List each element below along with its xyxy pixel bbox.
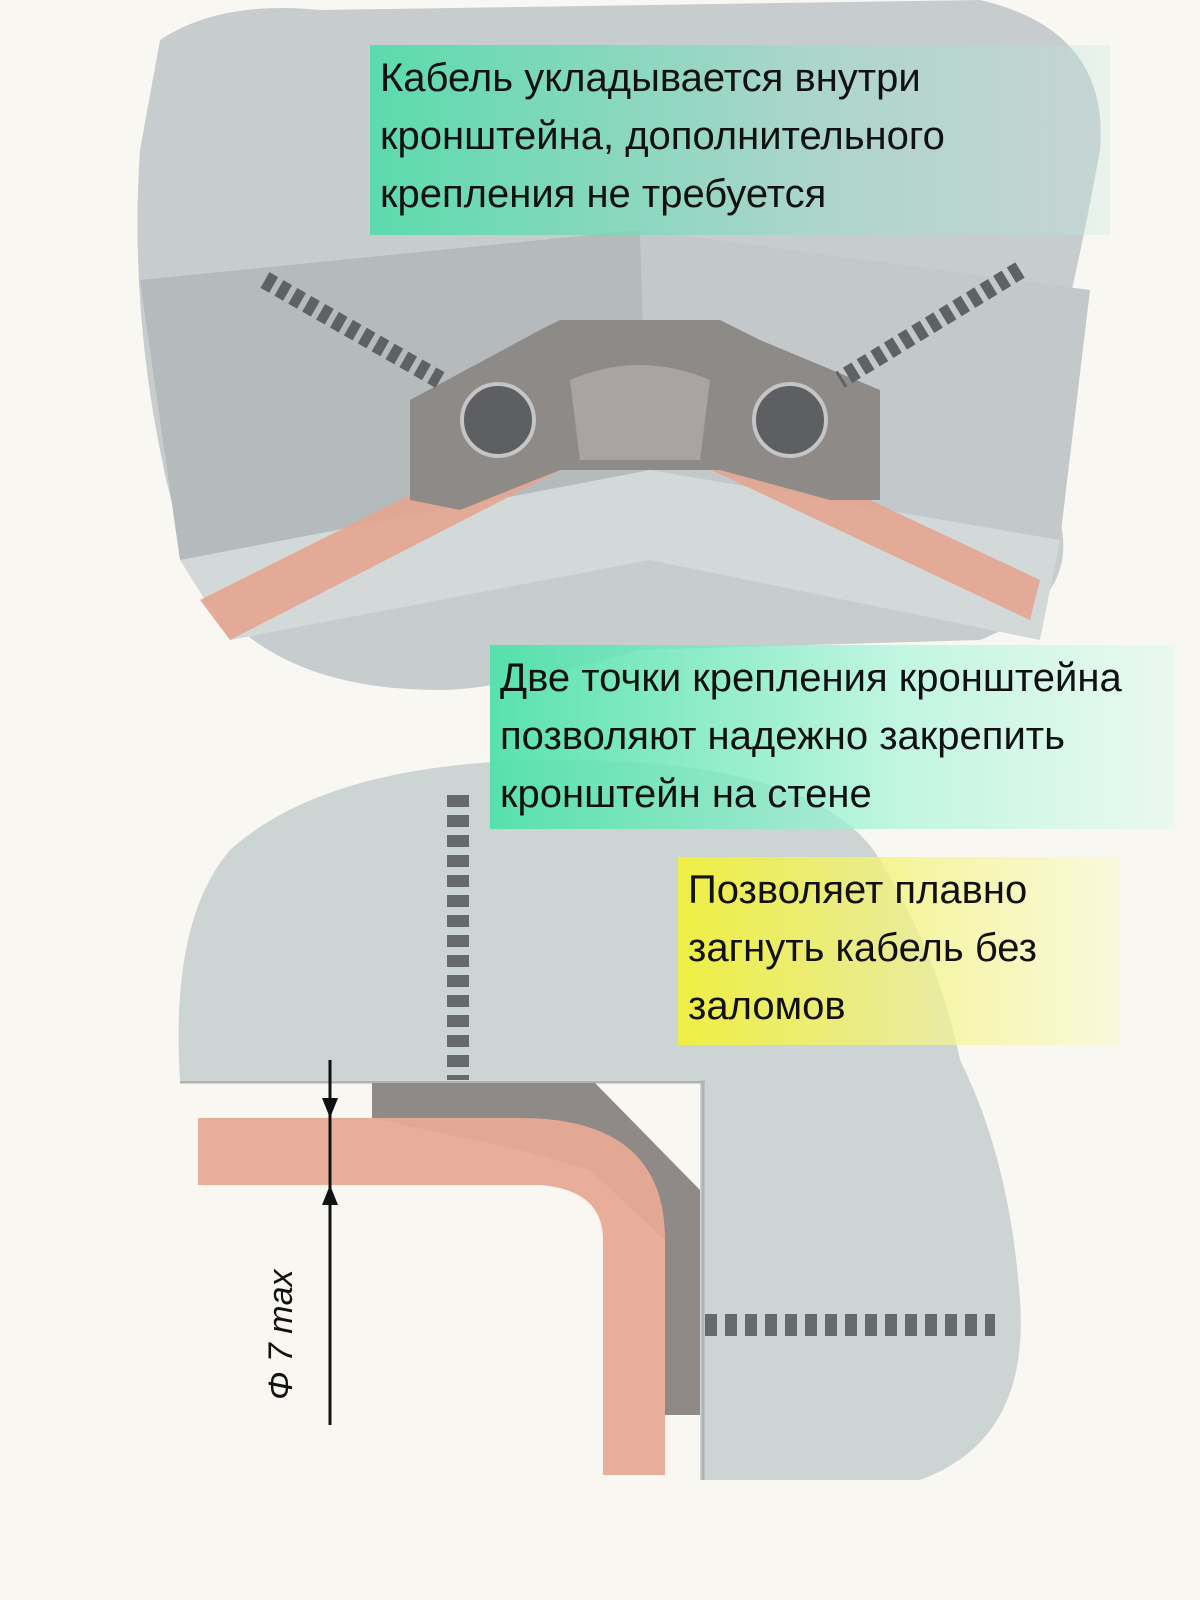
callout-line: Две точки крепления кронштейна xyxy=(500,656,1122,700)
callout-line: заломов xyxy=(688,984,846,1028)
dimension-line xyxy=(322,1060,338,1425)
callout-line: загнуть кабель без xyxy=(688,926,1038,970)
callout-line: кронштейн на стене xyxy=(500,772,872,816)
callout-line: позволяют надежно закрепить xyxy=(500,714,1065,758)
cable-bend xyxy=(198,1118,665,1475)
callout-line: кронштейна, дополнительного xyxy=(380,114,945,158)
screw-left xyxy=(260,272,445,388)
screw-right xyxy=(835,262,1025,388)
callout-two-mount-points: Две точки крепления кронштейна позволяют… xyxy=(490,645,1175,829)
callout-line: Кабель укладывается внутри xyxy=(380,56,921,100)
bracket-channel xyxy=(570,365,710,460)
screw-head-left xyxy=(460,382,536,458)
callout-line: крепления не требуется xyxy=(380,172,827,216)
dimension-label: Φ 7 max xyxy=(262,1269,300,1401)
callout-line: Позволяет плавно xyxy=(688,868,1028,912)
callout-cable-inside-bracket: Кабель укладывается внутри кронштейна, д… xyxy=(370,45,1110,235)
screw-head-right xyxy=(752,382,828,458)
callout-smooth-bend: Позволяет плавно загнуть кабель без зало… xyxy=(678,857,1120,1045)
